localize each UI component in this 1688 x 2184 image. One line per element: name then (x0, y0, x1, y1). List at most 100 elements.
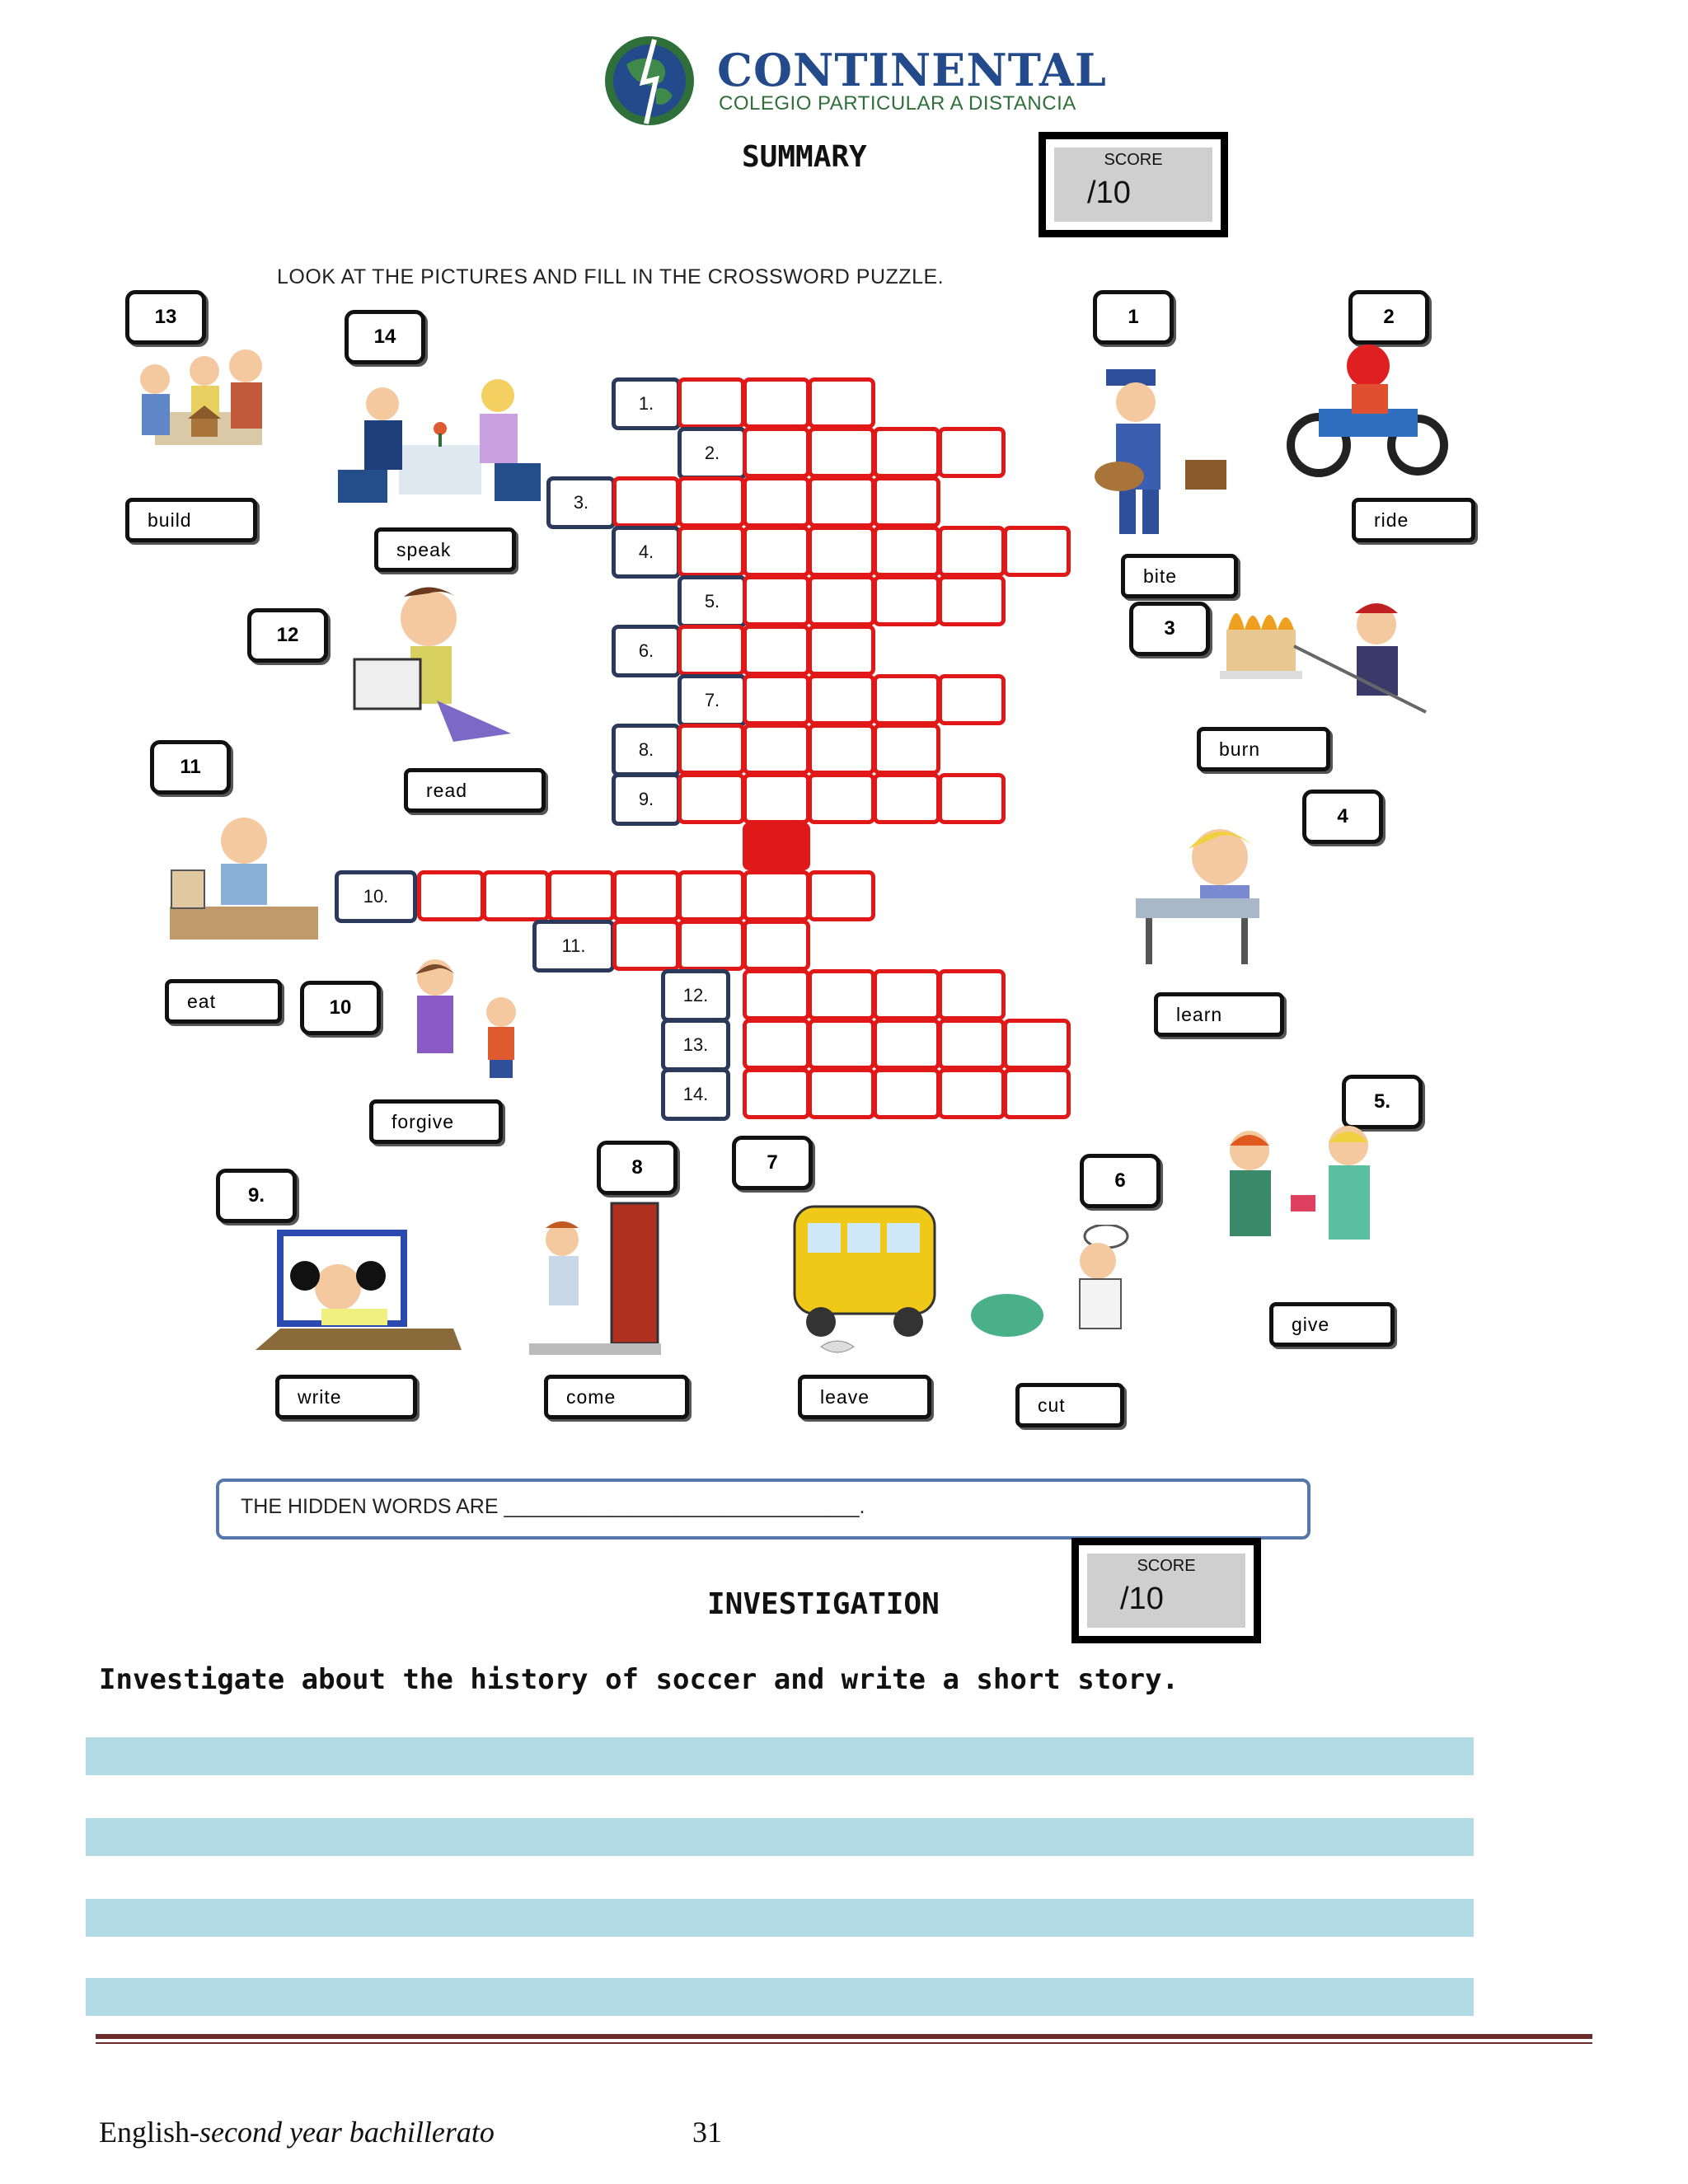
crossword-cell[interactable] (808, 773, 875, 824)
crossword-cell[interactable] (547, 870, 615, 921)
writing-line[interactable] (86, 1899, 1474, 1937)
crossword-cell[interactable] (808, 724, 875, 775)
investigation-score-box: SCORE /10 (1071, 1538, 1261, 1643)
picture-number-14: 14 (345, 310, 425, 364)
hidden-words-box[interactable]: THE HIDDEN WORDS ARE ___________________… (216, 1479, 1311, 1540)
family-building-icon (140, 349, 262, 445)
crossword-cell[interactable] (743, 870, 810, 921)
crossword-cell[interactable] (743, 575, 810, 626)
writing-line[interactable] (86, 1978, 1474, 2016)
instruction-text: LOOK AT THE PICTURES AND FILL IN THE CRO… (277, 265, 945, 288)
crossword-cell[interactable] (938, 1019, 1006, 1070)
crossword-cell[interactable] (938, 1068, 1006, 1119)
crossword-cell[interactable] (873, 476, 940, 527)
crossword-cell[interactable] (612, 870, 680, 921)
crossword-cell[interactable] (808, 476, 875, 527)
crossword-cell[interactable] (873, 1068, 940, 1119)
crossword-cell[interactable] (482, 870, 550, 921)
clue-number-7: 7. (678, 674, 747, 727)
crossword-cell[interactable] (808, 625, 875, 676)
crossword-cell[interactable] (808, 870, 875, 921)
crossword-shaded-cell (743, 823, 810, 870)
clue-number-14: 14. (661, 1068, 730, 1121)
footer-subject: English- (99, 2116, 199, 2149)
boy-at-desk-icon (1136, 829, 1259, 964)
crossword-cell[interactable] (938, 969, 1006, 1020)
picture-number-7: 7 (732, 1136, 813, 1190)
crossword-cell[interactable] (938, 773, 1006, 824)
crossword-cell[interactable] (938, 674, 1006, 725)
crossword-cell[interactable] (743, 920, 810, 971)
crossword-cell[interactable] (938, 575, 1006, 626)
crossword-cell[interactable] (808, 674, 875, 725)
crossword-cell[interactable] (417, 870, 485, 921)
man-eating-icon (170, 818, 318, 940)
crossword-cell[interactable] (678, 920, 745, 971)
crossword-cell[interactable] (938, 427, 1006, 478)
crossword-cell[interactable] (743, 427, 810, 478)
crossword-cell[interactable] (1003, 526, 1071, 577)
crossword-cell[interactable] (808, 1019, 875, 1070)
clue-number-4: 4. (612, 526, 681, 579)
crossword-cell[interactable] (743, 969, 810, 1020)
crossword-cell[interactable] (873, 526, 940, 577)
word-label-forgive: forgive (369, 1099, 503, 1144)
crossword-cell[interactable] (678, 625, 745, 676)
crossword-cell[interactable] (808, 575, 875, 626)
globe-gear-icon (605, 36, 694, 125)
word-label-build: build (125, 498, 257, 542)
crossword-cell[interactable] (678, 724, 745, 775)
crossword-cell[interactable] (678, 377, 745, 429)
crossword-cell[interactable] (808, 1068, 875, 1119)
crossword-cell[interactable] (873, 674, 940, 725)
crossword-cell[interactable] (808, 969, 875, 1020)
crossword-cell[interactable] (678, 870, 745, 921)
clue-number-9: 9. (612, 773, 681, 826)
crossword-cell[interactable] (743, 1068, 810, 1119)
crossword-cell[interactable] (808, 427, 875, 478)
couple-dinner-icon (338, 379, 541, 503)
logo-tagline: COLEGIO PARTICULAR A DISTANCIA (719, 92, 1076, 115)
score-value: /10 (1087, 176, 1131, 210)
crossword-cell[interactable] (743, 773, 810, 824)
crossword-cell[interactable] (1003, 1068, 1071, 1119)
crossword-cell[interactable] (1003, 1019, 1071, 1070)
crossword-cell[interactable] (743, 377, 810, 429)
crossword-cell[interactable] (612, 920, 680, 971)
women-giving-icon (1230, 1126, 1370, 1240)
crossword-cell[interactable] (873, 575, 940, 626)
clue-number-6: 6. (612, 625, 681, 677)
crossword-cell[interactable] (743, 674, 810, 725)
hidden-words-text: THE HIDDEN WORDS ARE ___________________… (241, 1495, 865, 1518)
word-label-write: write (275, 1375, 417, 1419)
crossword-cell[interactable] (743, 724, 810, 775)
crossword-cell[interactable] (612, 476, 680, 527)
crossword-cell[interactable] (743, 526, 810, 577)
score-label: SCORE (1104, 151, 1163, 169)
writing-line[interactable] (86, 1737, 1474, 1775)
crossword-cell[interactable] (873, 1019, 940, 1070)
summary-heading: SUMMARY (742, 140, 867, 174)
crossword-cell[interactable] (873, 773, 940, 824)
crossword-cell[interactable] (938, 526, 1006, 577)
crossword-cell[interactable] (808, 526, 875, 577)
crossword-cell[interactable] (678, 526, 745, 577)
picture-number-10: 10 (300, 981, 381, 1035)
crossword-cell[interactable] (873, 427, 940, 478)
clue-number-10: 10. (335, 870, 417, 923)
word-label-leave: leave (798, 1375, 931, 1419)
footer-rule (96, 2034, 1592, 2039)
footer-course: English-second year bachillerato (99, 2115, 495, 2149)
crossword-cell[interactable] (743, 476, 810, 527)
writing-line[interactable] (86, 1818, 1474, 1856)
crossword-cell[interactable] (873, 724, 940, 775)
crossword-cell[interactable] (678, 773, 745, 824)
crossword-cell[interactable] (678, 476, 745, 527)
picture-number-3: 3 (1129, 602, 1210, 656)
crossword-cell[interactable] (743, 1019, 810, 1070)
crossword-cell[interactable] (873, 969, 940, 1020)
crossword-cell[interactable] (743, 625, 810, 676)
footer-course-name: second year bachillerato (199, 2116, 495, 2149)
crossword-cell[interactable] (808, 377, 875, 429)
footer-rule-thin (96, 2042, 1592, 2044)
